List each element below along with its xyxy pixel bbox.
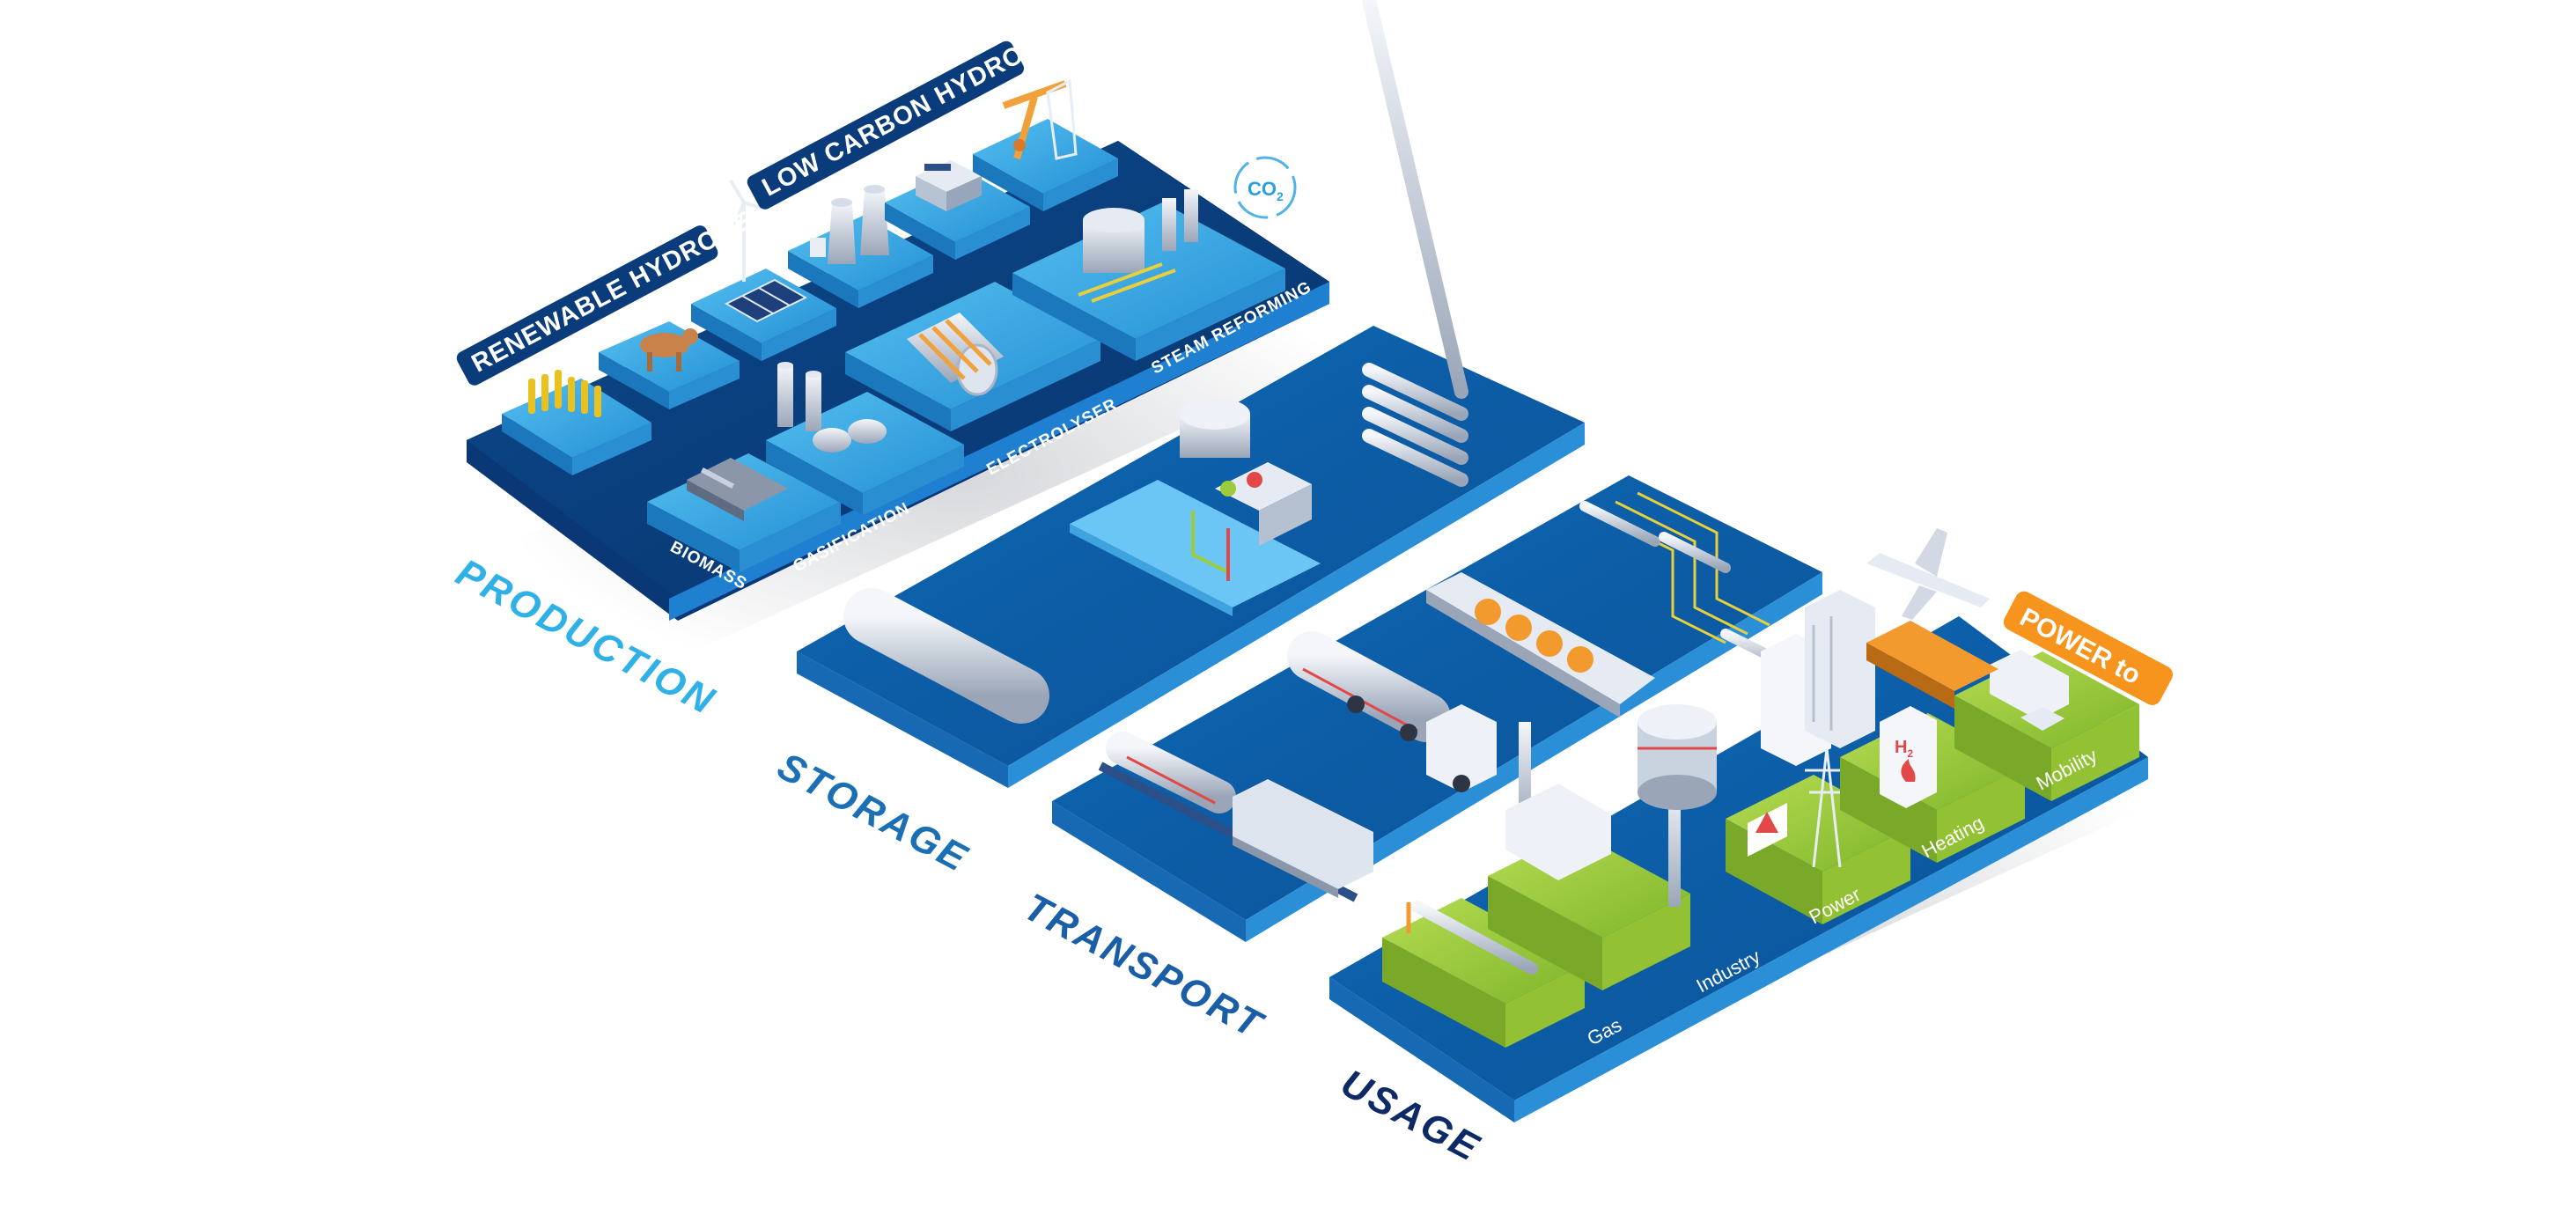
tile-cooling-towers [788, 185, 933, 308]
co2-label: CO [1248, 178, 1277, 200]
gas-cylinder-rack-icon [1362, 0, 1468, 487]
co2-recycle-badge: CO2 [1233, 156, 1297, 219]
lng-tanker-ship-icon [1426, 572, 1655, 718]
h2-heating-unit-icon: H2 [1880, 706, 1937, 808]
oil-pumpjack-icon [1002, 78, 1078, 160]
cooling-tower-icon [810, 185, 889, 264]
svg-text:H2: H2 [1895, 738, 1913, 760]
usage-tile-mobility: Mobility [1954, 650, 2139, 801]
h2-sign-label: H [1895, 738, 1907, 757]
truck-and-car-icon [1990, 650, 2069, 731]
tanker-truck-icon [1287, 631, 1497, 792]
storage-sphere-tank-icon [1180, 398, 1312, 546]
usage-tile-gas: Gas [1382, 898, 1625, 1049]
tile-generator [885, 160, 1030, 260]
wheat-crops-icon [528, 370, 601, 417]
storage-dome-tank-icon [1638, 704, 1717, 810]
solar-panel-icon [724, 278, 808, 323]
factory-chimney-icon [1505, 722, 1681, 907]
biomass-digester-icon [687, 458, 788, 521]
underground-storage-pit [1070, 480, 1321, 616]
steam-reformer-plant-icon [1078, 189, 1198, 303]
svg-text:CO2: CO2 [1248, 178, 1284, 203]
tile-oil-pump [973, 78, 1118, 211]
production-tiles [502, 78, 1118, 475]
tile-crops [502, 370, 651, 475]
usage-platform: Gas Industry [1329, 528, 2148, 1122]
storage-platform [797, 0, 1585, 788]
co2-subscript: 2 [1277, 189, 1284, 203]
usage-tile-industry: Industry [1488, 722, 1763, 997]
transport-platform [1052, 475, 1822, 942]
usage-tile-heating: H2 Heating [1840, 706, 2025, 863]
generator-unit-icon [916, 160, 982, 211]
airplane-icon [1866, 528, 1990, 620]
cow-icon [640, 328, 698, 372]
hazard-sign-icon [1748, 803, 1787, 857]
horizontal-storage-tank-icon [843, 588, 1049, 724]
train-icon [1866, 621, 1998, 709]
office-buildings-icon [1761, 590, 1875, 766]
tile-livestock [599, 321, 740, 409]
gasifier-tanks-icon [777, 362, 887, 453]
rail-tank-car-icon [1098, 732, 1373, 902]
electrolyser-cylinder-icon [907, 313, 1004, 396]
h2-sign-subscript: 2 [1907, 747, 1913, 760]
